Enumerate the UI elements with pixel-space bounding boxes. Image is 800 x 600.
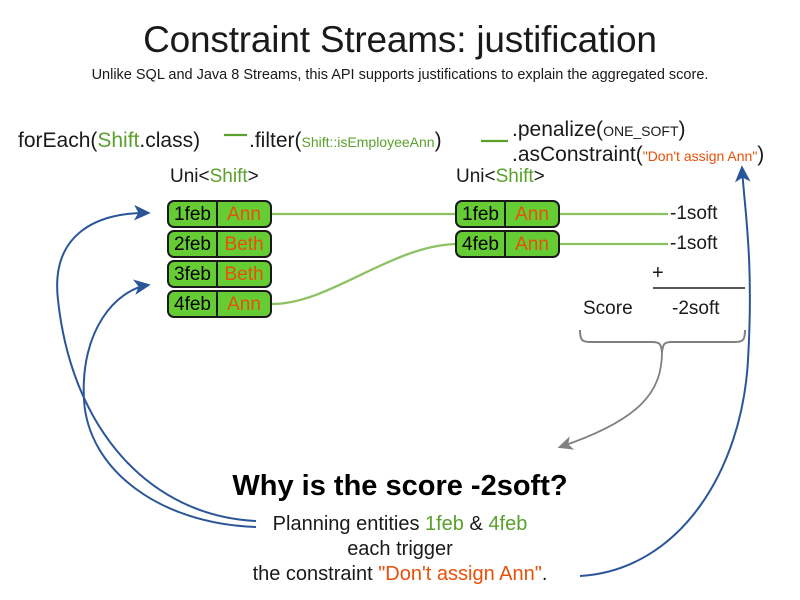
- tuple-date: 3feb: [167, 260, 217, 288]
- stream-label-right-suffix: >: [533, 166, 545, 187]
- tuple-name: Ann: [217, 200, 272, 228]
- explanation-amp: &: [463, 513, 489, 535]
- stream-label-left-type: Shift: [209, 166, 248, 187]
- tuple-name: Ann: [217, 290, 272, 318]
- explanation-entity-b: 4feb: [488, 513, 528, 535]
- explanation-line-3: the constraint "Don't assign Ann".: [0, 562, 800, 586]
- tuple-name: Beth: [217, 230, 272, 258]
- explanation-heading: Why is the score -2soft?: [232, 470, 568, 502]
- score-label: Score: [583, 298, 633, 319]
- explanation-line-3-prefix: the constraint: [252, 563, 379, 585]
- stream-label-right: Uni<Shift>: [456, 166, 545, 188]
- explanation-line-1-prefix: Planning entities: [272, 513, 425, 535]
- code-foreach: forEach(Shift.class): [18, 128, 200, 153]
- stream-label-left-prefix: Uni<: [170, 166, 210, 187]
- table-row[interactable]: 2feb Beth: [167, 230, 272, 258]
- code-as-constraint-arg: "Don't assign Ann": [642, 148, 758, 164]
- score-total: -2soft: [672, 298, 720, 319]
- tuple-date: 1feb: [455, 200, 505, 228]
- table-row[interactable]: 4feb Ann: [455, 230, 560, 258]
- explanation-entity-a: 1feb: [425, 513, 464, 535]
- sum-operator: +: [652, 262, 664, 284]
- code-filter-arg: Shift::isEmployeeAnn: [301, 134, 435, 150]
- stream-label-right-type: Shift: [495, 166, 534, 187]
- tuple-date: 1feb: [167, 200, 217, 228]
- code-penalize-arg: ONE_SOFT: [603, 123, 679, 139]
- code-penalize-prefix: .penalize(: [512, 118, 604, 141]
- code-filter: .filter(Shift::isEmployeeAnn): [249, 128, 442, 155]
- stream-label-right-prefix: Uni<: [456, 166, 496, 187]
- explanation-line-1: Planning entities 1feb & 4feb: [0, 512, 800, 536]
- page-title: Constraint Streams: justification: [143, 19, 657, 60]
- explanation-line-3-suffix: .: [541, 563, 548, 585]
- table-row[interactable]: 1feb Ann: [455, 200, 560, 228]
- stream-label-left: Uni<Shift>: [170, 166, 259, 188]
- impact-value-1: -1soft: [670, 203, 718, 224]
- code-foreach-suffix: .class): [139, 129, 201, 152]
- score-brace: [579, 329, 746, 353]
- code-foreach-prefix: forEach(: [18, 129, 98, 152]
- table-row[interactable]: 1feb Ann: [167, 200, 272, 228]
- stream-label-left-suffix: >: [247, 166, 259, 187]
- code-as-constraint-suffix: ): [757, 143, 765, 166]
- code-filter-prefix: .filter(: [249, 129, 302, 152]
- tuple-date: 2feb: [167, 230, 217, 258]
- tuple-name: Ann: [505, 200, 560, 228]
- explanation-constraint-name: "Don't assign Ann": [378, 563, 542, 585]
- code-filter-suffix: ): [434, 129, 442, 152]
- code-as-constraint-prefix: .asConstraint(: [512, 143, 643, 166]
- tuple-date: 4feb: [167, 290, 217, 318]
- table-row[interactable]: 3feb Beth: [167, 260, 272, 288]
- tuple-name: Ann: [505, 230, 560, 258]
- tuple-date: 4feb: [455, 230, 505, 258]
- code-foreach-type: Shift: [97, 129, 140, 152]
- code-penalize-suffix: ): [678, 118, 686, 141]
- page-subtitle: Unlike SQL and Java 8 Streams, this API …: [91, 67, 709, 83]
- code-as-constraint: .asConstraint("Don't assign Ann"): [512, 142, 764, 169]
- score-explain-arrow: [557, 351, 663, 450]
- impact-value-2: -1soft: [670, 233, 718, 254]
- tuple-name: Beth: [217, 260, 272, 288]
- code-penalize: .penalize(ONE_SOFT): [512, 117, 686, 144]
- flow-line-4feb: [271, 242, 457, 306]
- explanation-line-2: each trigger: [347, 538, 453, 560]
- table-row[interactable]: 4feb Ann: [167, 290, 272, 318]
